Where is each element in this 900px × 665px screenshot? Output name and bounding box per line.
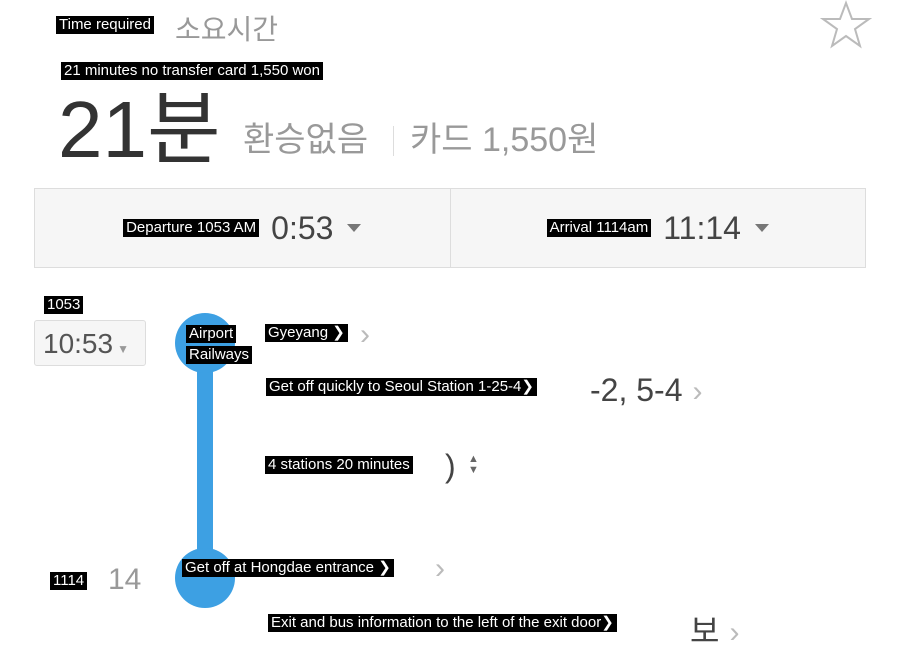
start-time-label: 1053 bbox=[44, 296, 84, 314]
fast-exit-value: -2, 5-4 › bbox=[590, 372, 702, 409]
no-transfer-ko: 환승없음 bbox=[243, 121, 369, 159]
departure-label: Departure 1053 AM bbox=[123, 219, 260, 237]
arrival-label: Arrival 1114am bbox=[546, 219, 652, 237]
arrival-time-dropdown[interactable]: Arrival 1114am 11:14 bbox=[449, 189, 866, 267]
end-station-marker bbox=[175, 548, 235, 608]
start-station-marker bbox=[175, 313, 235, 373]
stops-toggle[interactable]: 4 stations 20 minutes bbox=[265, 456, 413, 474]
chevron-right-icon: › bbox=[360, 318, 370, 351]
fast-exit-text: -2, 5-4 bbox=[590, 372, 683, 408]
route-line bbox=[197, 340, 213, 570]
time-required-label-ko: 소요시간 bbox=[175, 14, 279, 45]
time-required-label: Time required bbox=[56, 16, 154, 34]
chevron-down-icon bbox=[754, 224, 769, 232]
chevron-right-icon: › bbox=[729, 616, 740, 649]
fare-ko: 카드 1,550원 bbox=[410, 121, 599, 159]
exit-info-link[interactable]: Exit and bus information to the left of … bbox=[268, 614, 617, 632]
start-station-link[interactable]: Gyeyang ❯ bbox=[265, 324, 348, 342]
summary-translation: 21 minutes no transfer card 1,550 won bbox=[61, 62, 323, 80]
departure-time-value: 0:53 bbox=[271, 209, 334, 246]
stops-paren: ) bbox=[445, 448, 456, 484]
chevron-right-icon: › bbox=[435, 552, 445, 585]
chevron-down-icon bbox=[347, 224, 362, 232]
exit-info-text: 보 bbox=[690, 613, 720, 649]
exit-info-tail: 보› bbox=[690, 606, 739, 652]
duration-big: 21분 bbox=[58, 85, 221, 174]
favorite-button[interactable] bbox=[819, 0, 873, 50]
star-outline-icon bbox=[819, 0, 873, 49]
time-selector: Departure 1053 AM 0:53 Arrival 1114am 11… bbox=[34, 188, 866, 268]
end-time-label: 1114 bbox=[50, 572, 88, 590]
end-time-value: 14 bbox=[108, 563, 142, 596]
end-station-link[interactable]: Get off at Hongdae entrance ❯ bbox=[182, 559, 394, 577]
fast-exit-link[interactable]: Get off quickly to Seoul Station 1-25-4❯ bbox=[266, 378, 537, 396]
arrival-time-value: 11:14 bbox=[663, 209, 741, 246]
chevron-right-icon: › bbox=[692, 375, 703, 408]
departure-time-dropdown[interactable]: Departure 1053 AM 0:53 bbox=[35, 189, 450, 267]
divider bbox=[393, 126, 394, 156]
start-time-dropdown[interactable]: 10:53▼ bbox=[34, 320, 146, 366]
chevron-down-icon: ▼ bbox=[117, 342, 129, 356]
expand-stops-icon[interactable]: ▲▼ bbox=[468, 453, 479, 476]
line-name-1: Airport bbox=[186, 325, 237, 343]
line-name-2: Railways bbox=[186, 346, 253, 364]
start-time-value: 10:53 bbox=[43, 328, 114, 359]
